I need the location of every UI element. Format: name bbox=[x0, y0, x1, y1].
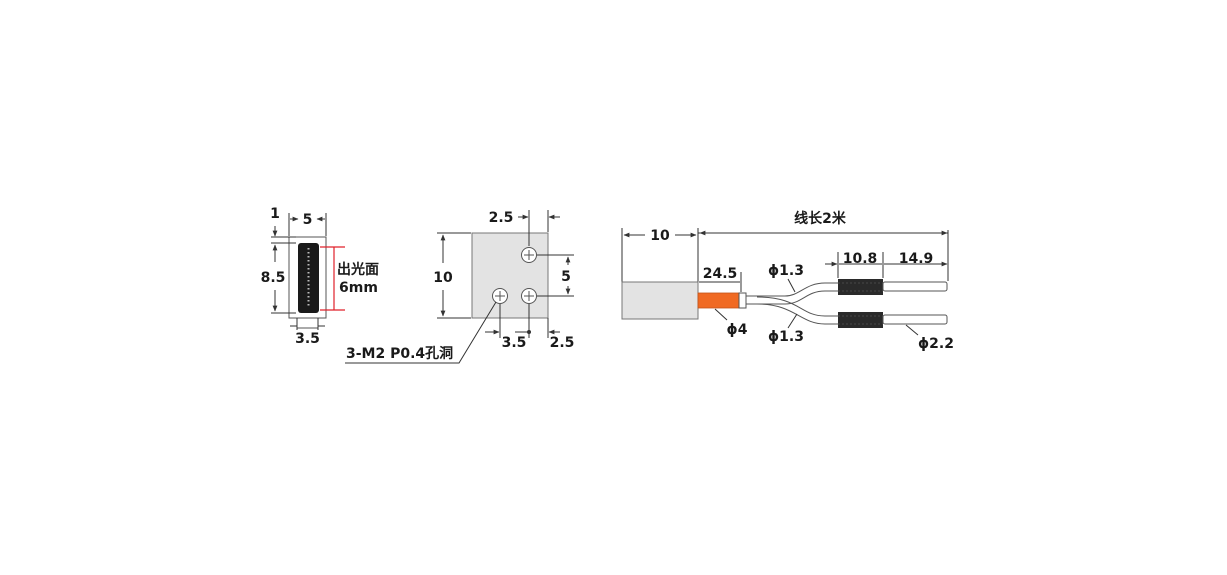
mount-hole-bottom-right bbox=[521, 288, 537, 304]
body-length-label: 10 bbox=[650, 228, 670, 244]
sleeve-end bbox=[738, 292, 747, 309]
connector-length-label: 10.8 bbox=[843, 251, 878, 267]
front-height-label: 8.5 bbox=[261, 270, 286, 286]
emit-width-label: 6mm bbox=[339, 280, 378, 296]
front-bottom-tab bbox=[296, 317, 319, 329]
mount-top-label: 2.5 bbox=[489, 210, 514, 226]
emitter-face bbox=[298, 243, 319, 313]
mount-hole-top-right bbox=[521, 247, 537, 263]
sleeve-dia-label: ϕ4 bbox=[727, 322, 748, 338]
fiber-bottom bbox=[756, 296, 838, 317]
fiber-dia-bottom-label: ϕ1.3 bbox=[768, 329, 804, 345]
mount-spacing-label: 5 bbox=[561, 269, 571, 285]
tip-top bbox=[882, 281, 948, 292]
front-width-label: 5 bbox=[303, 212, 313, 228]
cable-sleeve bbox=[697, 292, 741, 309]
sleeve-length-label: 24.5 bbox=[703, 266, 738, 282]
mount-hole-bottom-left bbox=[492, 288, 508, 304]
front-top-label: 1 bbox=[270, 206, 280, 222]
mount-bottom-b-label: 2.5 bbox=[550, 335, 575, 351]
front-bottom-label: 3.5 bbox=[295, 331, 320, 347]
mount-height-label: 10 bbox=[433, 270, 453, 286]
emit-face-label: 出光面 bbox=[337, 261, 379, 278]
mount-bottom-a-label: 3.5 bbox=[502, 335, 527, 351]
mount-body bbox=[471, 232, 549, 319]
tip-dia-label: ϕ2.2 bbox=[918, 336, 954, 352]
tip-length-label: 14.9 bbox=[899, 251, 934, 267]
connector-bottom bbox=[838, 312, 883, 328]
cable-length-label: 线长2米 bbox=[794, 210, 847, 227]
mount-view: 2.5 10 5 3.5 2.5 3-M2 P0.4孔洞 bbox=[345, 210, 575, 364]
side-body bbox=[621, 281, 699, 320]
hole-callout-label: 3-M2 P0.4孔洞 bbox=[346, 346, 453, 362]
side-view: 线长2米 10 24.5 ϕ4 bbox=[621, 210, 954, 352]
tip-bottom bbox=[882, 314, 948, 325]
front-view: 5 1 8.5 3.5 出光面 6mm bbox=[261, 206, 379, 347]
fiber-top bbox=[746, 282, 838, 297]
fiber-dia-top-label: ϕ1.3 bbox=[768, 263, 804, 279]
connector-top bbox=[838, 279, 883, 295]
